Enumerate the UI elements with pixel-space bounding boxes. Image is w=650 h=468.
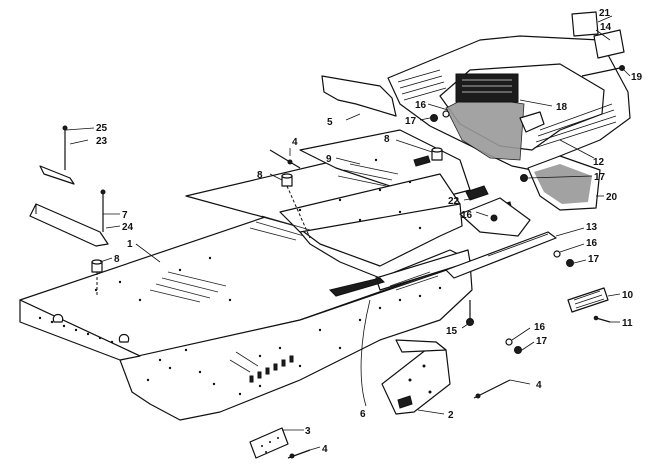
callout-17-b: 17 <box>536 336 548 347</box>
strap-23 <box>39 165 75 185</box>
callout-8-right: 8 <box>384 134 390 145</box>
callout-23: 23 <box>96 136 108 147</box>
callout-10: 10 <box>622 290 634 301</box>
callout-17-a: 17 <box>588 254 600 265</box>
callout-3: 3 <box>305 426 311 437</box>
side-strip-6 <box>329 277 385 297</box>
callout-9: 9 <box>326 154 332 165</box>
callout-4-top: 4 <box>292 137 298 148</box>
grommet-8-right <box>431 147 443 161</box>
callout-2: 2 <box>448 410 454 421</box>
callout-8-left: 8 <box>114 254 120 265</box>
callout-4-bottom: 4 <box>322 444 328 455</box>
plate-3 <box>249 427 289 459</box>
callout-labels: 1 2 3 4 4 4 5 6 7 8 8 8 9 10 11 12 13 14… <box>96 8 643 455</box>
decal-14 <box>593 29 625 59</box>
grommet-8-left <box>91 259 103 296</box>
callout-11: 11 <box>622 318 633 329</box>
callout-12: 12 <box>593 157 605 168</box>
rear-bumper-assembly <box>387 35 631 211</box>
callout-17-c: 17 <box>405 116 417 127</box>
rivet-7 <box>100 189 106 232</box>
screw-11 <box>593 315 611 323</box>
callout-16-d: 16 <box>461 210 473 221</box>
callout-19: 19 <box>631 72 643 83</box>
washer-16-c <box>442 110 450 118</box>
pin-4-right <box>473 379 511 399</box>
grommet-8-mid <box>281 173 311 239</box>
washer-16-a <box>553 250 561 258</box>
nut-17-b <box>514 346 522 354</box>
leader-lines <box>65 15 631 451</box>
pin-4-top <box>269 149 301 169</box>
callout-13: 13 <box>586 222 598 233</box>
decal-21 <box>571 11 599 37</box>
nut-17-a <box>566 259 574 267</box>
callout-24: 24 <box>122 222 134 233</box>
callout-22: 22 <box>448 196 460 207</box>
callout-16-a: 16 <box>586 238 598 249</box>
foot-bracket-2 <box>381 339 451 415</box>
callout-25: 25 <box>96 123 108 134</box>
tunnel-1 <box>19 129 473 421</box>
callout-7: 7 <box>122 210 128 221</box>
callout-16-c: 16 <box>415 100 427 111</box>
callout-20: 20 <box>606 192 618 203</box>
callout-16-b: 16 <box>534 322 546 333</box>
pin-4-bottom <box>287 449 311 459</box>
rivet-25 <box>62 125 68 170</box>
callout-21: 21 <box>599 8 611 19</box>
washer-16-b <box>505 338 513 346</box>
callout-15: 15 <box>446 326 458 337</box>
bolt-15 <box>466 300 474 326</box>
callout-8-mid: 8 <box>257 170 263 181</box>
bar-13 <box>445 231 557 279</box>
callout-5: 5 <box>327 117 333 128</box>
callout-1: 1 <box>127 239 133 250</box>
callout-6: 6 <box>360 409 366 420</box>
bracket-24 <box>29 203 109 247</box>
reflector-10 <box>567 287 609 313</box>
callout-4-right: 4 <box>536 380 542 391</box>
trim-strip-5 <box>321 75 397 117</box>
nut-17-c <box>430 114 438 122</box>
callout-17-d: 17 <box>594 172 606 183</box>
callout-14: 14 <box>600 22 612 33</box>
mount-bracket <box>459 197 531 237</box>
callout-18: 18 <box>556 102 568 113</box>
nut-17-d <box>520 174 528 182</box>
